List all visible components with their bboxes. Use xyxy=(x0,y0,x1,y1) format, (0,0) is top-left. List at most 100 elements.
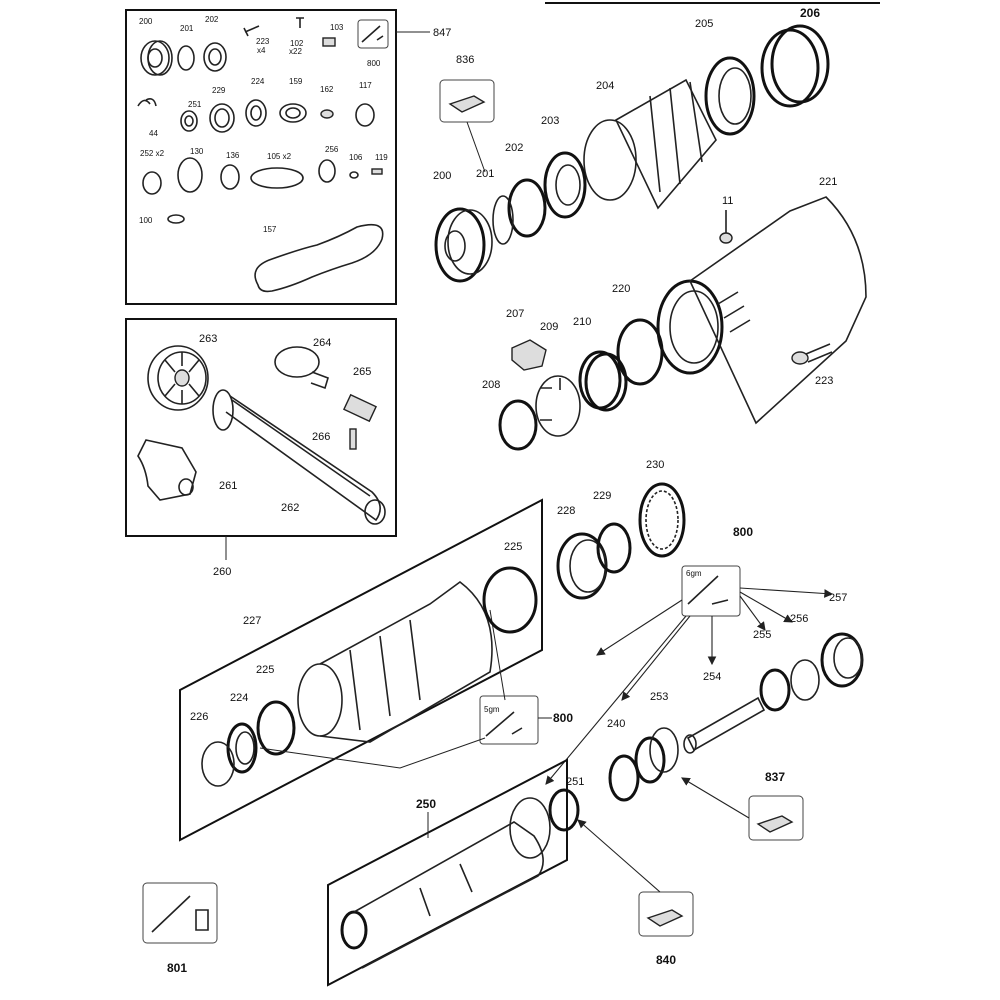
label: 105 x2 xyxy=(267,152,292,161)
part-204-collar xyxy=(583,78,717,210)
label: 800 xyxy=(733,525,753,539)
label: 257 xyxy=(829,592,847,604)
label: 106 xyxy=(349,153,363,162)
label: 256 xyxy=(790,613,808,625)
part-253-sleeve xyxy=(634,727,679,784)
kit-part-119 xyxy=(371,168,383,175)
label: 840 xyxy=(656,953,676,967)
part-226-circlip xyxy=(201,741,235,787)
label: 228 xyxy=(557,505,575,517)
label: 102 xyxy=(290,39,304,48)
part-240-washer xyxy=(608,754,640,802)
kit-part-106 xyxy=(349,171,359,179)
label: 11 xyxy=(722,195,733,207)
part-209-clutch xyxy=(535,375,581,437)
label: 266 xyxy=(312,431,330,443)
label: 265 xyxy=(353,366,371,378)
part-255-ring xyxy=(759,668,791,712)
label: 221 xyxy=(819,176,837,188)
part-225-ring-a xyxy=(482,566,538,634)
label: 260 xyxy=(213,566,231,578)
kit-part-130 xyxy=(177,157,203,193)
label: 250 xyxy=(416,797,436,811)
part-254-shaft xyxy=(683,696,766,754)
kit-part-200 xyxy=(140,40,173,76)
label: 202 xyxy=(505,142,523,154)
label: 204 xyxy=(596,80,614,92)
kit-part-201 xyxy=(177,45,195,71)
kit-part-136 xyxy=(220,164,240,190)
label: 223 xyxy=(256,37,270,46)
label: 252 x2 xyxy=(140,149,165,158)
label: 836 xyxy=(456,54,474,66)
label: 200 xyxy=(433,170,451,182)
part-263-gear xyxy=(147,345,209,411)
label: 225 xyxy=(256,664,274,676)
part-205-nut xyxy=(704,56,756,136)
label: 5gm xyxy=(484,705,500,714)
kit-part-100 xyxy=(167,214,185,224)
label: 210 xyxy=(573,316,591,328)
kit-part-159 xyxy=(279,103,307,123)
label: 6gm xyxy=(686,569,702,578)
label: 220 xyxy=(612,283,630,295)
part-220-washer xyxy=(616,318,664,386)
label: 226 xyxy=(190,711,208,723)
label: 103 xyxy=(330,23,344,32)
kit-part-105 xyxy=(250,167,304,189)
label: 801 xyxy=(167,961,187,975)
part-250-spindle xyxy=(340,797,551,969)
part-200-seal xyxy=(434,207,493,283)
part-202-washer xyxy=(507,178,547,238)
part-208-ring xyxy=(498,399,538,451)
part-251-ring xyxy=(548,788,580,832)
label: 159 xyxy=(289,77,303,86)
label: 205 xyxy=(695,18,713,30)
label: 230 xyxy=(646,459,664,471)
side-handle-box xyxy=(125,318,397,560)
part-223-bolt xyxy=(791,343,833,365)
part-228-sleeve xyxy=(556,532,608,600)
kit-part-162 xyxy=(320,109,334,119)
part-207-block xyxy=(511,339,547,371)
label: 847 xyxy=(433,27,451,39)
label: 201 xyxy=(180,24,194,33)
label: 136 xyxy=(226,151,240,160)
kit-part-252 xyxy=(142,171,162,195)
part-210-spring xyxy=(578,350,628,412)
label: 837 xyxy=(765,770,785,784)
part-261-bracket xyxy=(137,439,197,501)
label: 263 xyxy=(199,333,217,345)
pack-800-6gm xyxy=(681,565,741,617)
label: 223 xyxy=(815,375,833,387)
label: 240 xyxy=(607,718,625,730)
pack-800-5gm xyxy=(479,695,539,745)
label: 229 xyxy=(593,490,611,502)
label: 130 xyxy=(190,147,204,156)
label: 100 xyxy=(139,216,153,225)
label: 251 xyxy=(188,100,202,109)
label: 202 xyxy=(205,15,219,24)
part-229-ring xyxy=(596,522,632,574)
label: 800 xyxy=(553,711,573,725)
pack-836 xyxy=(439,79,495,173)
kit-part-224 xyxy=(245,99,267,127)
part-201-ring xyxy=(492,195,514,245)
label: x22 xyxy=(289,47,302,56)
label: 251 xyxy=(566,776,584,788)
pack-840 xyxy=(638,891,694,937)
label: 44 xyxy=(149,129,158,138)
part-221-housing xyxy=(656,196,867,425)
kit-part-103 xyxy=(322,37,336,47)
kit-part-251 xyxy=(180,110,198,132)
label: 229 xyxy=(212,86,226,95)
label: 261 xyxy=(219,480,237,492)
part-230-bearing-cage xyxy=(638,482,686,558)
kit-part-256 xyxy=(318,159,336,183)
part-225-ring-b xyxy=(256,700,296,756)
spindle-panel xyxy=(327,758,580,987)
label: 207 xyxy=(506,308,524,320)
part-227-carrier xyxy=(297,581,493,743)
pack-801 xyxy=(142,882,218,944)
